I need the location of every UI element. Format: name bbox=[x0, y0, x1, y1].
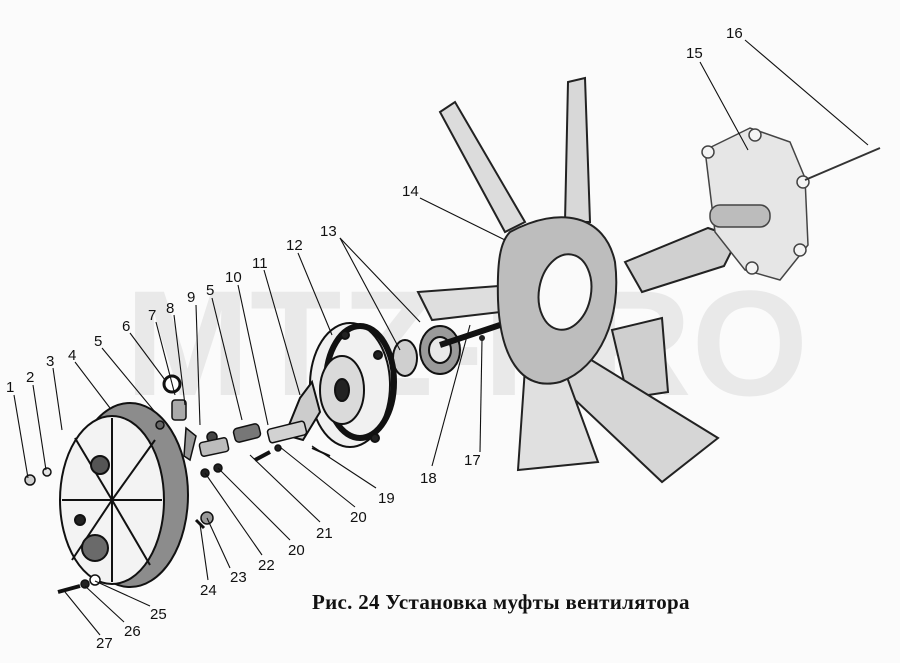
callout-20: 20 bbox=[350, 509, 367, 526]
callout-18: 18 bbox=[420, 470, 437, 487]
figure-caption: Рис. 24 Установка муфты вентилятора bbox=[312, 590, 690, 614]
callout-3: 3 bbox=[46, 353, 54, 370]
callout-21: 21 bbox=[316, 525, 333, 542]
callout-10: 10 bbox=[225, 269, 242, 286]
callout-2: 2 bbox=[26, 369, 34, 386]
callout-19: 19 bbox=[378, 490, 395, 507]
callout-22: 22 bbox=[258, 557, 275, 574]
callout-12: 12 bbox=[286, 237, 303, 254]
clutch-housing bbox=[59, 402, 189, 588]
pulley bbox=[309, 322, 397, 448]
callout-20b: 20 bbox=[288, 542, 305, 559]
callout-11: 11 bbox=[252, 255, 268, 272]
callout-14: 14 bbox=[402, 183, 419, 200]
callout-5: 5 bbox=[94, 333, 102, 350]
callout-26: 26 bbox=[124, 623, 141, 640]
callout-25: 25 bbox=[150, 606, 167, 623]
bearing bbox=[392, 322, 501, 377]
callout-4: 4 bbox=[68, 347, 76, 364]
callout-9: 9 bbox=[187, 289, 195, 306]
callout-5b: 5 bbox=[206, 282, 214, 299]
cover-plate bbox=[701, 127, 810, 281]
small-ball bbox=[479, 335, 485, 341]
callout-27: 27 bbox=[96, 635, 113, 652]
small-parts bbox=[24, 374, 331, 594]
fan bbox=[416, 76, 740, 484]
callout-6: 6 bbox=[122, 318, 130, 335]
rod bbox=[804, 147, 881, 181]
callout-23: 23 bbox=[230, 569, 247, 586]
callout-8: 8 bbox=[166, 300, 174, 317]
leader-lines bbox=[13, 39, 869, 636]
callout-numbers: 1 2 3 4 5 6 7 8 9 5 10 11 12 13 14 15 16… bbox=[6, 25, 743, 652]
callout-1: 1 bbox=[6, 379, 14, 396]
callout-13: 13 bbox=[320, 223, 337, 240]
callout-7: 7 bbox=[148, 307, 156, 324]
callout-17: 17 bbox=[464, 452, 481, 469]
callout-16: 16 bbox=[726, 25, 743, 42]
callout-15: 15 bbox=[686, 45, 703, 62]
callout-24: 24 bbox=[200, 582, 217, 599]
